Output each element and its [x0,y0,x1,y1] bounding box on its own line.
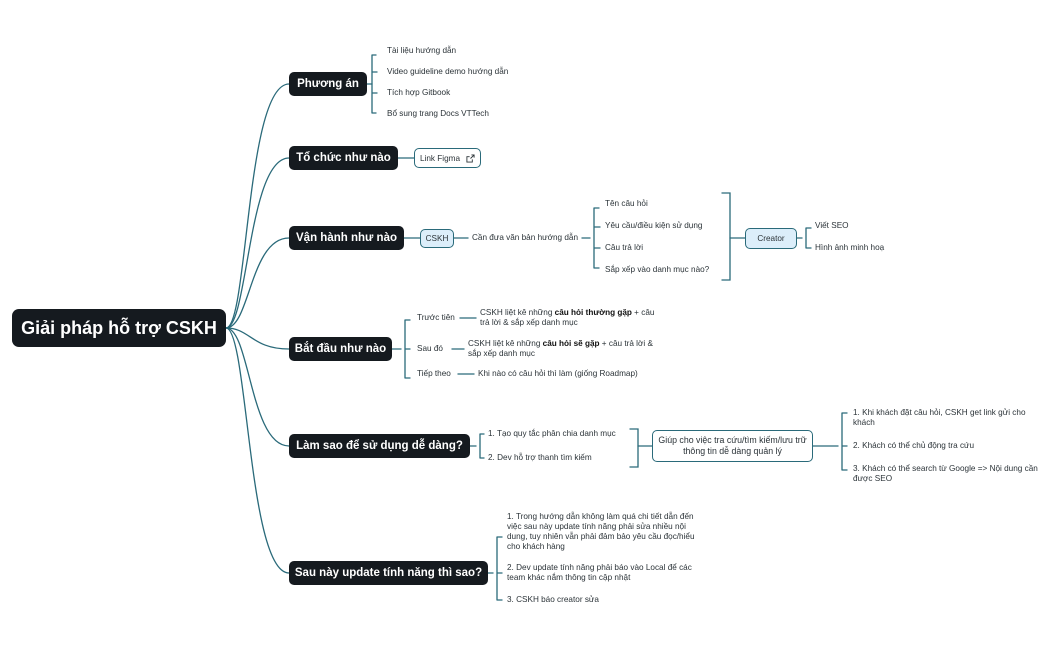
bat-dau-step-2-label[interactable]: Sau đó [417,344,443,353]
branch-van-hanh[interactable]: Vận hành như nào [289,226,404,250]
step-2-bold: câu hỏi sẽ gặp [542,339,600,348]
bat-dau-step-1-text[interactable]: CSKH liệt kê những câu hỏi thường gặp + … [480,308,666,328]
external-link-icon [466,153,475,163]
branch-to-chuc[interactable]: Tổ chức như nào [289,146,398,170]
bat-dau-step-1-label[interactable]: Trước tiên [417,313,455,322]
creator-item-1[interactable]: Viết SEO [815,221,849,230]
creator-item-2[interactable]: Hình ảnh minh hoạ [815,243,885,252]
sau-nay-item-2[interactable]: 2. Dev update tính năng phải báo vào Loc… [507,563,692,582]
cskh-node[interactable]: CSKH [420,229,454,248]
link-figma[interactable]: Link Figma [414,148,481,168]
root-node[interactable]: Giải pháp hỗ trợ CSKH [12,309,226,347]
phuong-an-item-3[interactable]: Tích hợp Gitbook [387,88,451,97]
creator-node[interactable]: Creator [745,228,797,249]
sau-nay-item-3[interactable]: 3. CSKH báo creator sửa [507,595,599,604]
step-2-post: + câu trả lời & sắp xếp danh mục [468,339,653,358]
van-hanh-item-2[interactable]: Yêu cầu/điều kiện sử dụng [605,221,703,230]
lam-sao-result-1[interactable]: 1. Khi khách đặt câu hỏi, CSKH get link … [853,408,1026,427]
step-1-post: + câu trả lời & sắp xếp danh mục [480,308,655,327]
van-hanh-item-4[interactable]: Sắp xếp vào danh mục nào? [605,265,710,274]
branch-phuong-an[interactable]: Phương án [289,72,367,96]
van-hanh-item-3[interactable]: Câu trả lời [605,243,644,252]
bat-dau-step-3-text[interactable]: Khi nào có câu hỏi thì làm (giống Roadma… [478,369,638,378]
lam-sao-item-1[interactable]: 1. Tạo quy tắc phân chia danh mục [488,429,616,438]
step-1-pre: CSKH liệt kê những [480,308,555,317]
branch-sau-nay[interactable]: Sau này update tính năng thì sao? [289,561,488,585]
phuong-an-item-4[interactable]: Bổ sung trang Docs VTTech [387,109,489,118]
lam-sao-item-2[interactable]: 2. Dev hỗ trợ thanh tìm kiếm [488,453,592,462]
bat-dau-step-2-text[interactable]: CSKH liệt kê những câu hỏi sẽ gặp + câu … [468,339,654,359]
branch-lam-sao[interactable]: Làm sao để sử dụng dễ dàng? [289,434,470,458]
phuong-an-item-2[interactable]: Video guideline demo hướng dẫn [387,67,509,76]
step-2-pre: CSKH liệt kê những [468,339,543,348]
lam-sao-center-node[interactable]: Giúp cho việc tra cứu/tìm kiếm/lưu trữ t… [652,430,813,462]
phuong-an-item-1[interactable]: Tài liệu hướng dẫn [387,46,457,55]
lam-sao-result-3[interactable]: 3. Khách có thể search từ Google => Nội … [853,464,1038,483]
branch-bat-dau[interactable]: Bắt đầu như nào [289,337,392,361]
step-1-bold: câu hỏi thường gặp [554,308,632,317]
van-hanh-item-1[interactable]: Tên câu hỏi [605,199,648,208]
lam-sao-result-2[interactable]: 2. Khách có thể chủ động tra cứu [853,441,975,450]
can-dua-text[interactable]: Cần đưa văn bản hướng dẫn [472,233,579,242]
link-figma-label: Link Figma [419,153,461,163]
center-line-1: Giúp cho việc tra cứu/tìm kiếm/lưu trữ [658,435,807,445]
bat-dau-step-3-label[interactable]: Tiếp theo [417,369,451,378]
sau-nay-item-1[interactable]: 1. Trong hướng dẫn không làm quá chi tiế… [507,512,695,551]
center-line-2: thông tin dễ dàng quản lý [683,446,782,456]
